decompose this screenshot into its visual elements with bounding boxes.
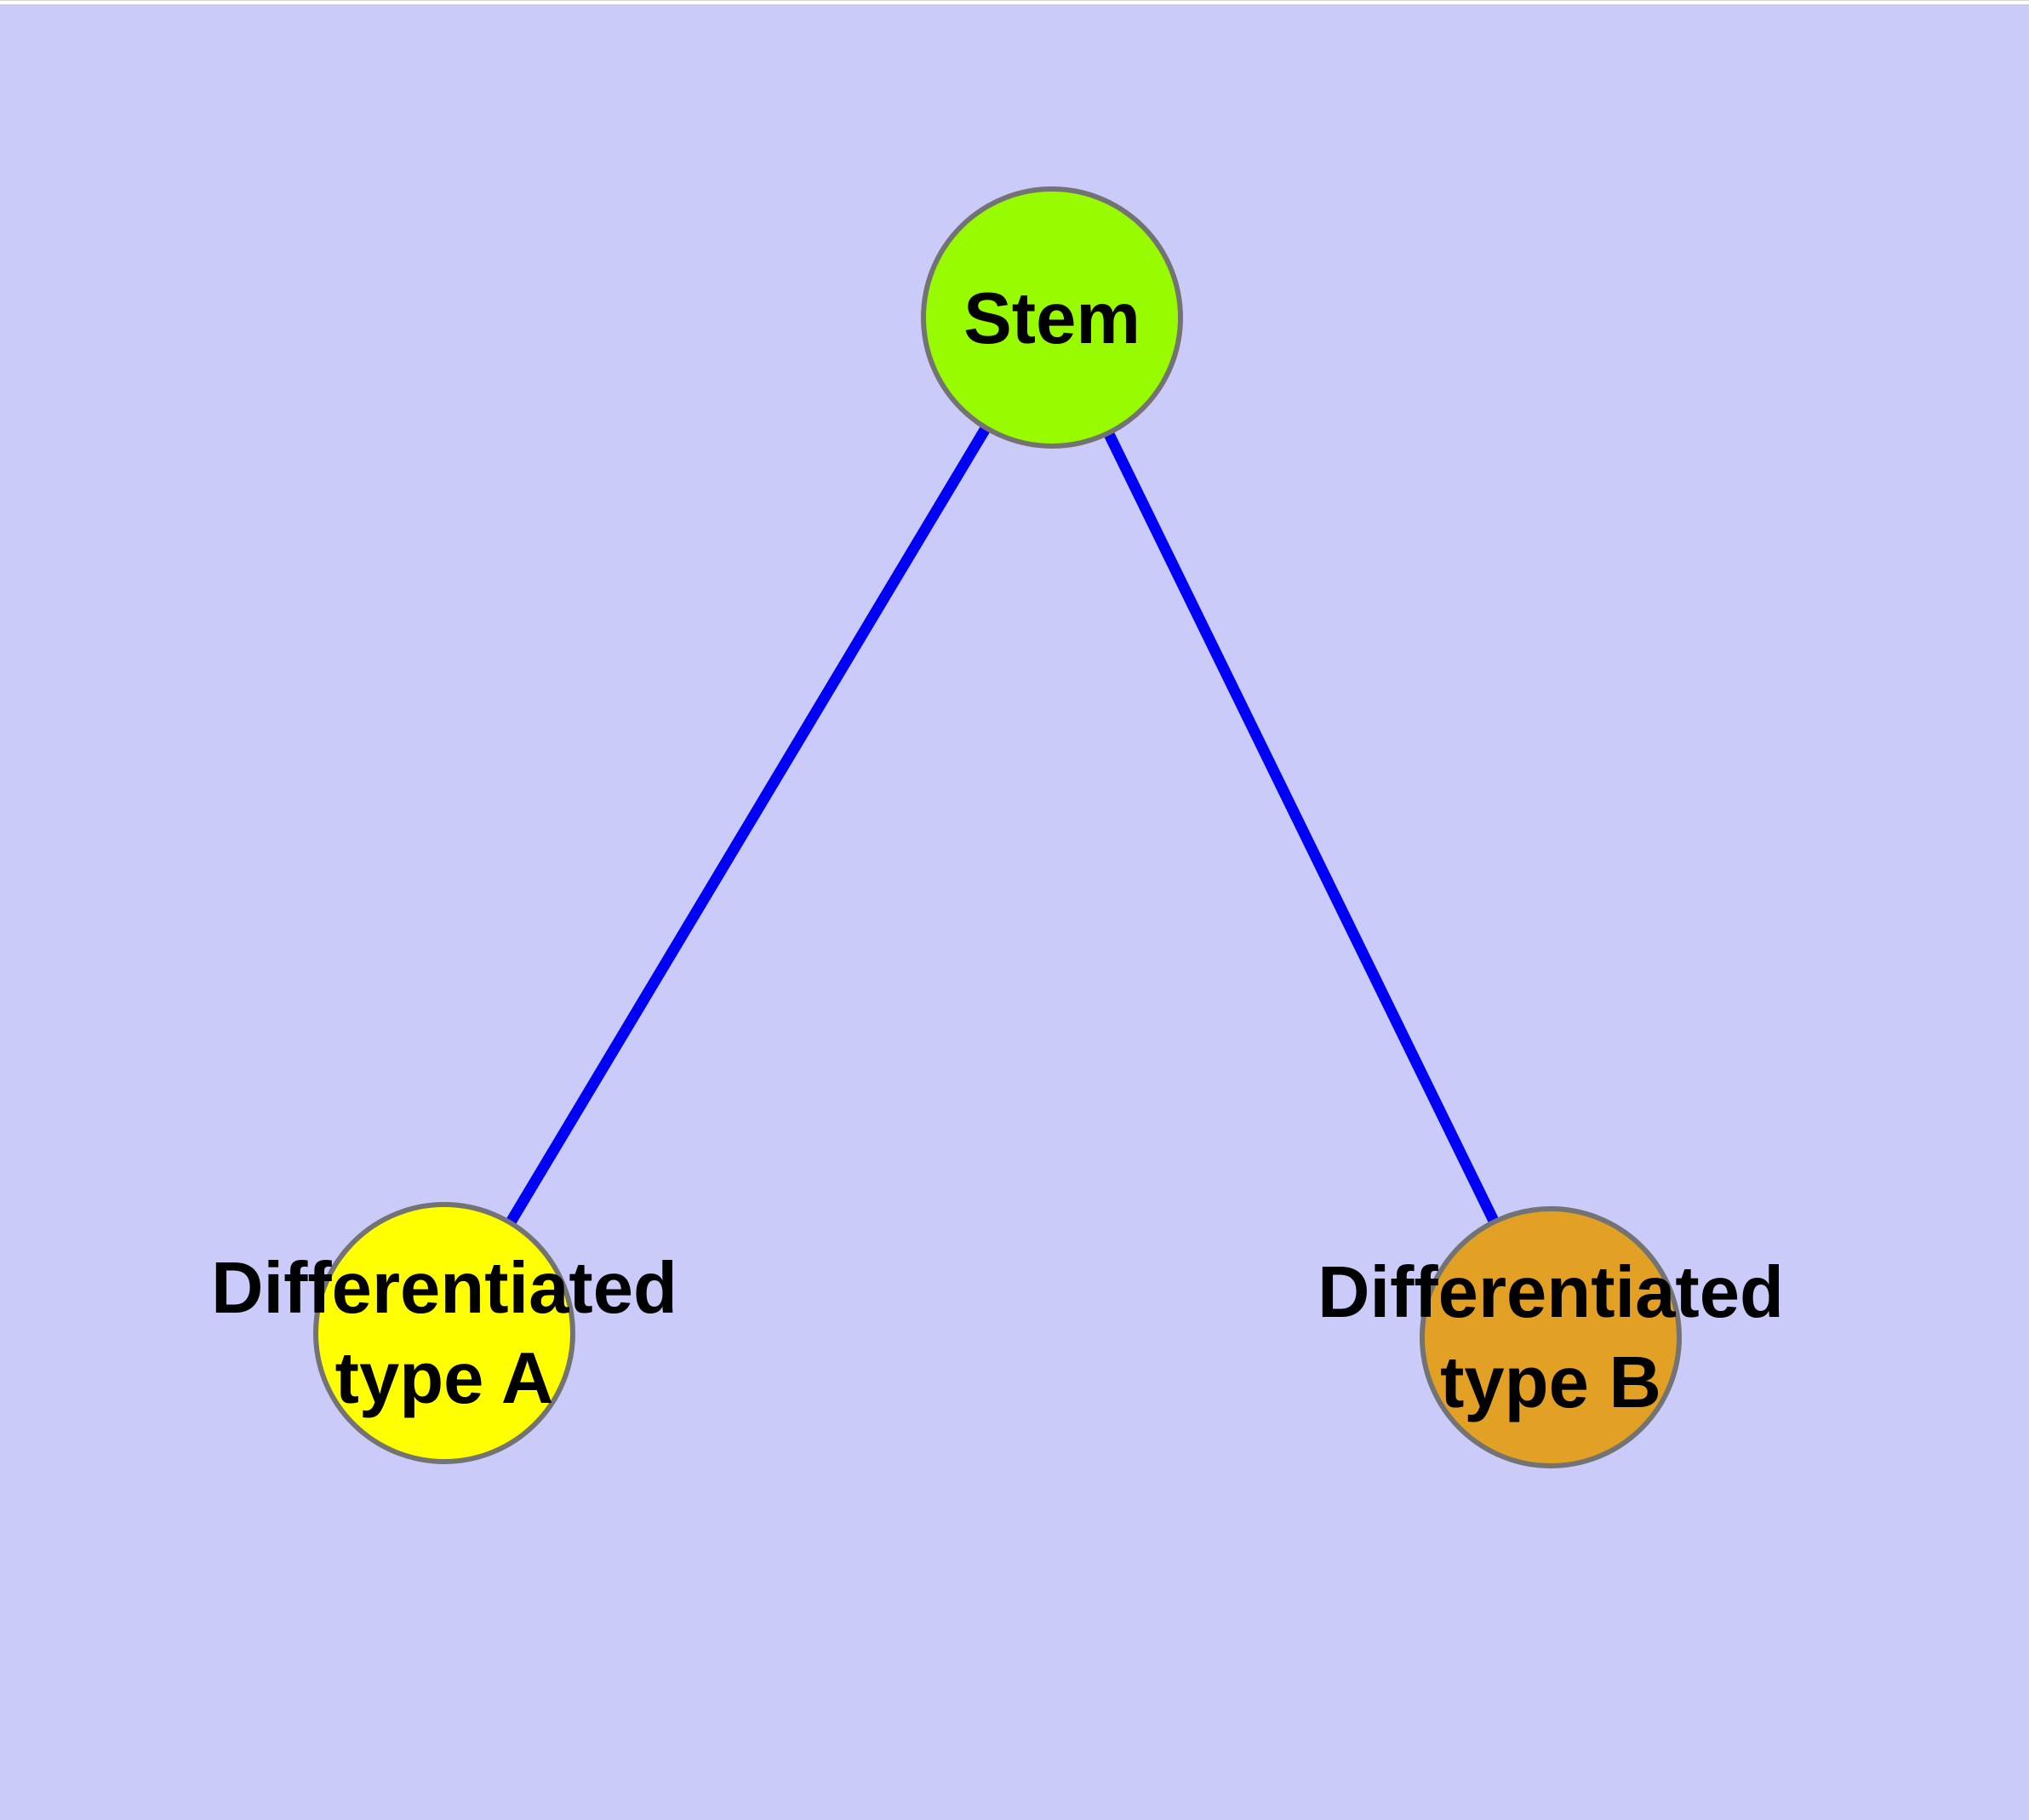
edge-stem-to-differentiated-type-b xyxy=(1047,315,1556,1340)
figure-top-margin xyxy=(0,0,2029,4)
node-stem xyxy=(921,186,1183,449)
node-label-differentiated-type-a: Differentiated type A xyxy=(211,1247,677,1419)
node-differentiated-type-a xyxy=(313,1202,575,1464)
node-differentiated-type-b xyxy=(1420,1206,1682,1468)
edge-stem-to-differentiated-type-a xyxy=(439,314,1057,1336)
node-label-stem: Stem xyxy=(963,278,1140,359)
node-label-differentiated-type-b: Differentiated type B xyxy=(1317,1251,1784,1423)
